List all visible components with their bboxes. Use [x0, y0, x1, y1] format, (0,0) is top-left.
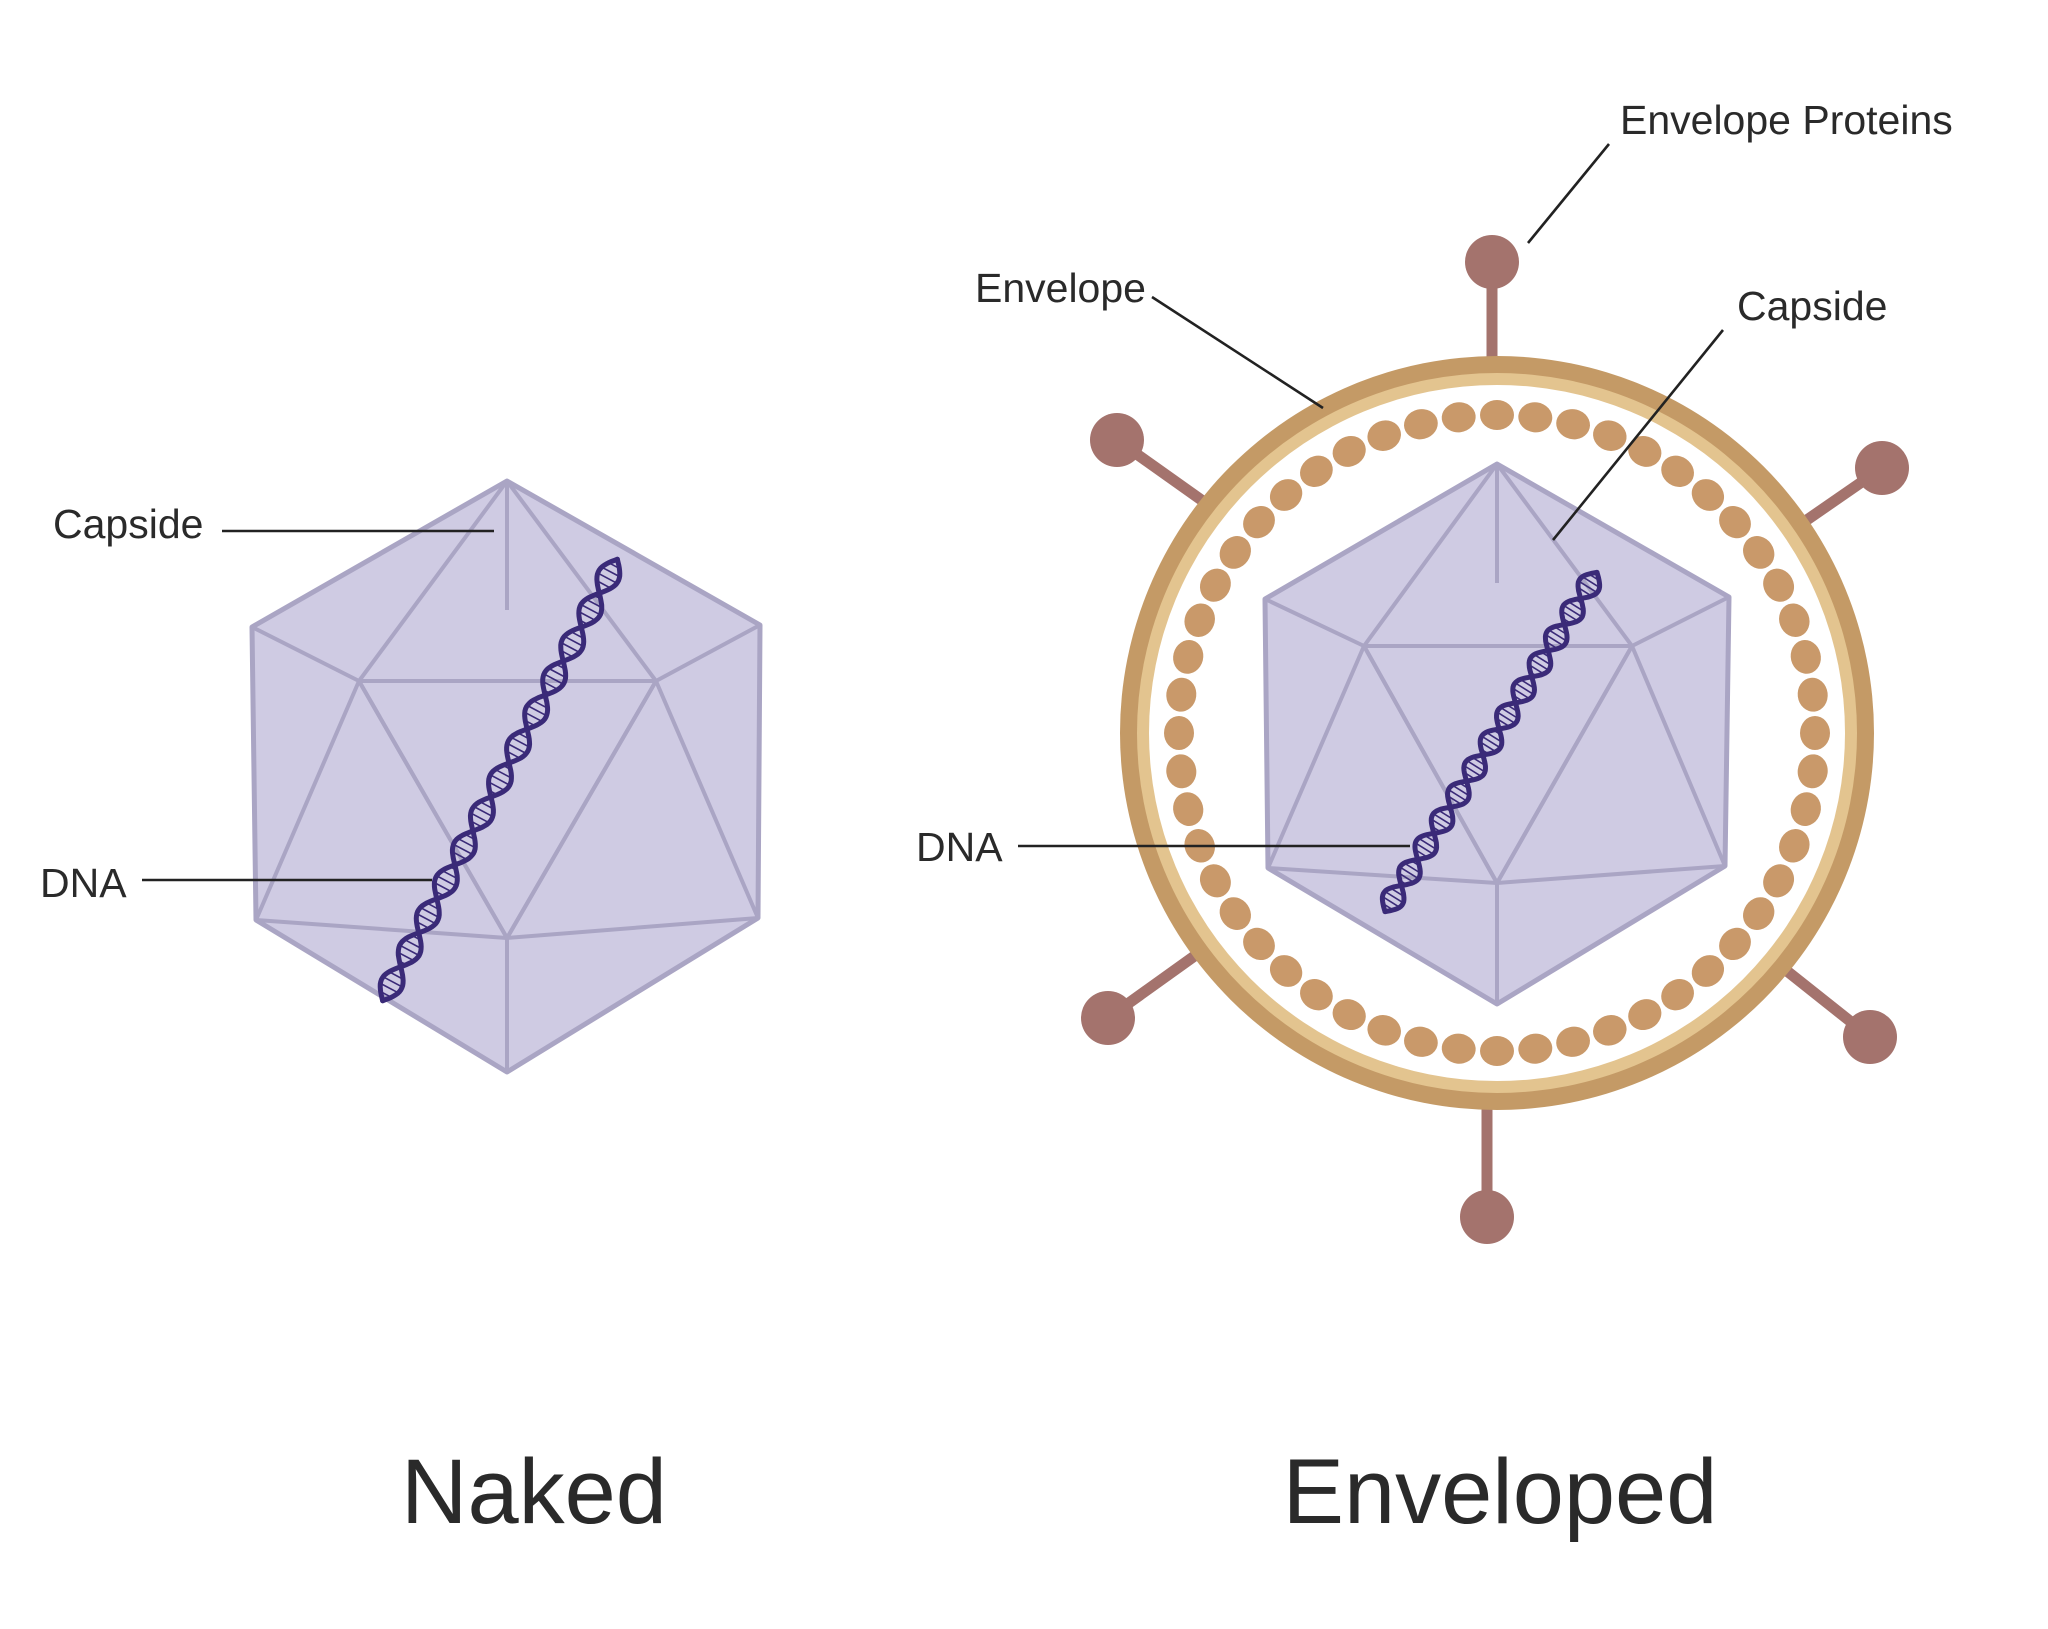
envelope-proteins	[1081, 235, 1909, 1244]
matrix-bead	[1184, 603, 1215, 637]
matrix-bead	[1269, 955, 1303, 987]
matrix-bead	[1441, 402, 1476, 433]
enveloped-capsid-edges	[1264, 462, 1730, 1004]
matrix-bead	[1790, 792, 1821, 826]
naked-capside-label: Capside	[53, 501, 203, 547]
matrix-bead	[1797, 677, 1828, 712]
envelope-proteins-leader	[1526, 143, 1611, 244]
matrix-bead	[1628, 435, 1662, 467]
naked-capsid-edges	[251, 479, 761, 1072]
matrix-bead	[1661, 455, 1694, 487]
matrix-bead	[1480, 1036, 1514, 1066]
matrix-bead	[1518, 402, 1553, 433]
enveloped-capside-leader	[1551, 329, 1725, 541]
matrix-bead	[1719, 927, 1751, 961]
matrix-bead	[1166, 754, 1197, 789]
matrix-bead	[1691, 955, 1725, 987]
matrix-bead	[1779, 603, 1810, 637]
envelope-label: Envelope	[975, 265, 1146, 311]
matrix-bead	[1332, 999, 1366, 1031]
envelope-leader	[1151, 295, 1324, 410]
matrix-bead	[1800, 716, 1830, 750]
matrix-bead	[1332, 435, 1366, 467]
matrix-bead	[1367, 420, 1401, 451]
matrix-bead	[1779, 829, 1810, 863]
naked-title: Naked	[401, 1441, 667, 1543]
matrix-bead	[1243, 505, 1275, 539]
matrix-bead	[1593, 1015, 1627, 1046]
matrix-bead	[1199, 568, 1231, 602]
matrix-bead	[1763, 864, 1795, 898]
matrix-bead	[1164, 716, 1194, 750]
enveloped-title: Enveloped	[1283, 1441, 1718, 1543]
enveloped-capside-label: Capside	[1737, 283, 1887, 329]
matrix-bead	[1173, 640, 1204, 674]
naked-dna-icon	[377, 556, 623, 1004]
matrix-bead	[1441, 1033, 1476, 1064]
matrix-bead	[1269, 479, 1303, 511]
matrix-bead	[1790, 640, 1821, 674]
matrix-bead	[1556, 1026, 1590, 1057]
matrix-bead	[1556, 409, 1590, 440]
matrix-bead	[1300, 979, 1333, 1011]
matrix-bead	[1243, 927, 1275, 961]
matrix-bead	[1763, 568, 1795, 602]
matrix-bead	[1628, 999, 1662, 1031]
matrix-bead	[1404, 409, 1438, 440]
matrix-bead	[1480, 400, 1514, 430]
enveloped-dna-label: DNA	[916, 824, 1003, 870]
enveloped-capsid	[1262, 461, 1732, 1007]
matrix-bead	[1691, 479, 1725, 511]
matrix-bead	[1173, 792, 1204, 826]
matrix-bead	[1743, 897, 1775, 930]
matrix-bead	[1518, 1033, 1553, 1064]
envelope-proteins-label: Envelope Proteins	[1620, 97, 1953, 143]
matrix-bead	[1367, 1015, 1401, 1046]
leader-lines	[142, 143, 1725, 882]
matrix-bead	[1593, 420, 1627, 451]
naked-virus	[249, 478, 763, 1075]
naked-capsid	[249, 478, 763, 1075]
matrix-bead	[1404, 1026, 1438, 1057]
matrix-bead	[1199, 864, 1231, 898]
matrix-bead	[1166, 677, 1197, 712]
enveloped-dna-icon	[1379, 569, 1603, 915]
matrix-bead	[1797, 754, 1828, 789]
enveloped-virus	[1081, 235, 1909, 1244]
naked-dna-label: DNA	[40, 860, 127, 906]
matrix-protein-beads	[1164, 400, 1830, 1066]
matrix-bead	[1719, 505, 1751, 539]
matrix-bead	[1743, 536, 1775, 569]
matrix-bead	[1219, 536, 1251, 569]
matrix-bead	[1300, 455, 1333, 487]
matrix-bead	[1661, 979, 1694, 1011]
matrix-bead	[1219, 897, 1251, 930]
